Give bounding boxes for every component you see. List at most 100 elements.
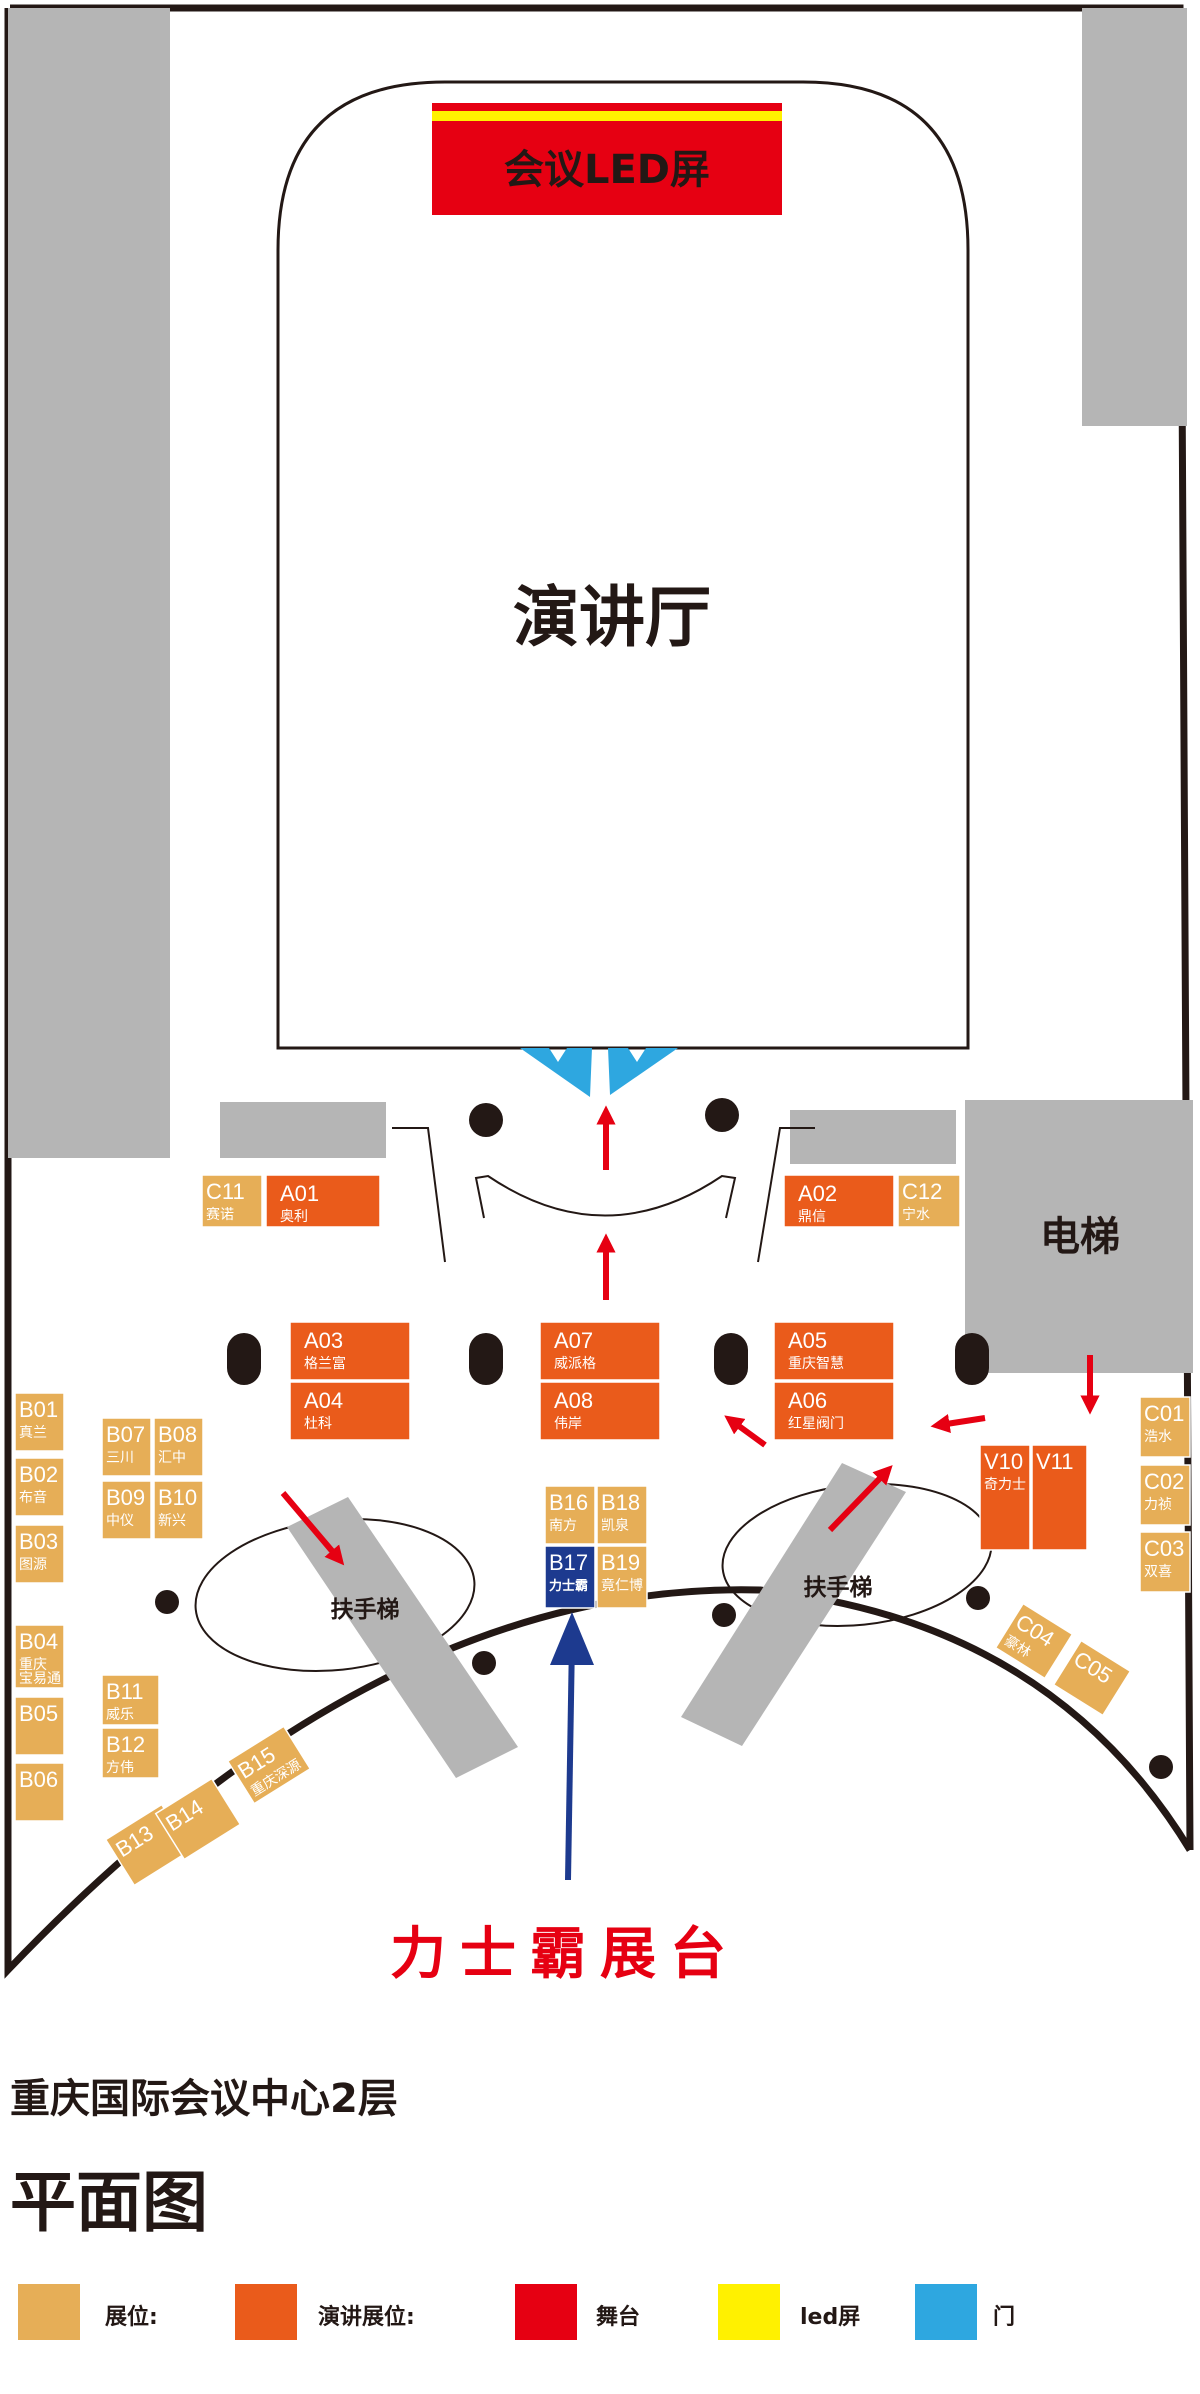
booth-a04[interactable]: A04 杜科: [289, 1381, 411, 1441]
booth-name: 伟岸: [554, 1416, 582, 1432]
callout-label: 力士霸展台: [390, 1922, 740, 1987]
booth-b16[interactable]: B16 南方: [544, 1485, 596, 1545]
booth-name: 鼎信: [798, 1209, 826, 1225]
booth-code: A04: [304, 1388, 343, 1413]
booth-code: B03: [19, 1529, 58, 1554]
door-swatch: [915, 2284, 977, 2340]
booth-tile: [979, 1444, 1031, 1551]
booth-tile: [773, 1381, 895, 1441]
lobby-block-right: [790, 1110, 956, 1164]
booth-code: B11: [106, 1679, 144, 1704]
booth-tile: [289, 1321, 411, 1381]
flow-arrows: [280, 1105, 1100, 1566]
booth-a02[interactable]: A02 鼎信: [783, 1174, 895, 1228]
booth-code: B04: [19, 1629, 58, 1654]
booth-tile: [201, 1174, 263, 1228]
booth-tile: [596, 1485, 648, 1545]
booth-name: 重庆: [19, 1657, 47, 1673]
booth-name: 凯泉: [601, 1517, 629, 1534]
booth-name: 格兰富: [304, 1355, 346, 1372]
lobby-block-left: [220, 1102, 386, 1158]
stage-block: [432, 103, 782, 215]
booth-name: 汇中: [158, 1450, 186, 1466]
booth-name: 奇力士: [984, 1476, 1026, 1493]
booth-b07[interactable]: B07 三川: [101, 1417, 152, 1477]
booth-b06[interactable]: B06: [14, 1762, 65, 1822]
booth-tile: [226, 1725, 312, 1805]
booth-name: 真兰: [19, 1425, 47, 1441]
stage-swatch: [515, 2284, 577, 2340]
booth-code: B07: [106, 1422, 145, 1447]
booth-name: 竟仁博: [601, 1577, 643, 1594]
booth-tile: [1139, 1531, 1191, 1593]
booth-code: C01: [1144, 1401, 1184, 1426]
booth-tile: [101, 1674, 160, 1726]
booth-code: A03: [304, 1328, 343, 1353]
booth-name: 浩水: [1144, 1429, 1172, 1445]
booth-a03[interactable]: A03 格兰富: [289, 1321, 411, 1381]
booth-tile: [14, 1457, 65, 1517]
lecture-hall: [276, 80, 970, 1050]
escalator-right: [681, 1463, 906, 1746]
door-icon[interactable]: [520, 1048, 678, 1097]
legend-label-stage: 舞台: [596, 2304, 640, 2330]
booth-name: 新兴: [158, 1513, 186, 1529]
booth-code: B16: [549, 1490, 588, 1515]
booth-tile: [783, 1174, 895, 1228]
booth-b19[interactable]: B19 竟仁博: [596, 1545, 648, 1609]
booth-code: B02: [19, 1462, 58, 1487]
speech-booth-swatch: [235, 2284, 297, 2340]
east-wall-block: [1082, 8, 1187, 426]
booth-code: A02: [798, 1181, 837, 1206]
booths-layer: C11赛诺A01奥利A02鼎信C12宁水A03格兰富A04杜科A07威派格A08…: [14, 1174, 1191, 1887]
booth-code: B19: [601, 1550, 640, 1575]
west-wall-block: [8, 8, 170, 1158]
booth-code: B09: [106, 1485, 145, 1510]
booth-code: A07: [554, 1328, 593, 1353]
booth-code: C03: [1144, 1536, 1184, 1561]
booth-tile: [101, 1417, 152, 1477]
booth-name: 力祯: [1144, 1497, 1172, 1513]
booth-name: 杜科: [304, 1416, 332, 1432]
booth-name: 宁水: [902, 1206, 930, 1223]
booth-c01[interactable]: C01 浩水: [1139, 1396, 1191, 1458]
booth-b05[interactable]: B05: [14, 1696, 65, 1756]
booth-code: A06: [788, 1388, 827, 1413]
elevator-label: 电梯: [1040, 1214, 1120, 1260]
booth-tile: [14, 1762, 65, 1822]
booth-code: A08: [554, 1388, 593, 1413]
plan-title: 平面图: [10, 2164, 208, 2241]
booth-a08[interactable]: A08 伟岸: [539, 1381, 661, 1441]
booth-v11[interactable]: V11: [1031, 1444, 1088, 1551]
booth-tile: [153, 1417, 204, 1477]
booth-name: 三川: [106, 1450, 134, 1466]
legend-label-booth: 展位:: [105, 2304, 158, 2330]
booth-name: 南方: [549, 1518, 577, 1534]
booth-tile: [153, 1480, 204, 1540]
booth-name: 重庆智慧: [788, 1356, 844, 1372]
booth-name-line2: 宝易通: [19, 1671, 61, 1687]
